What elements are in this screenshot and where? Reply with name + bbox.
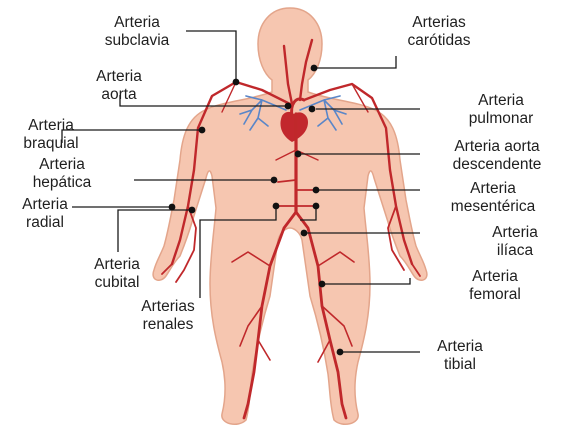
label-arteria-radial: Arteria radial	[6, 196, 84, 232]
artery-network	[162, 40, 420, 418]
label-arteria-aorta: Arteria aorta	[74, 68, 164, 104]
label-arteria-iliaca: Arteria ilíaca	[470, 224, 560, 260]
label-arteria-subclavia: Arteria subclavia	[82, 14, 192, 50]
label-arterias-renales: Arterias renales	[118, 298, 218, 334]
label-arteria-hepatica: Arteria hepática	[6, 156, 118, 192]
body-outline	[153, 8, 427, 424]
label-arteria-mesenterica: Arteria mesentérica	[428, 180, 558, 216]
body-silhouette	[153, 8, 427, 424]
label-arterias-carotidas: Arterias carótidas	[384, 14, 494, 50]
label-arteria-femoral: Arteria femoral	[440, 268, 550, 304]
label-arteria-pulmonar: Arteria pulmonar	[446, 92, 556, 128]
label-arteria-cubital: Arteria cubital	[72, 256, 162, 292]
label-arteria-braquial: Arteria braquial	[6, 117, 96, 153]
label-arteria-tibial: Arteria tibial	[410, 338, 510, 374]
label-arteria-aorta-descendente: Arteria aorta descendente	[424, 138, 570, 174]
